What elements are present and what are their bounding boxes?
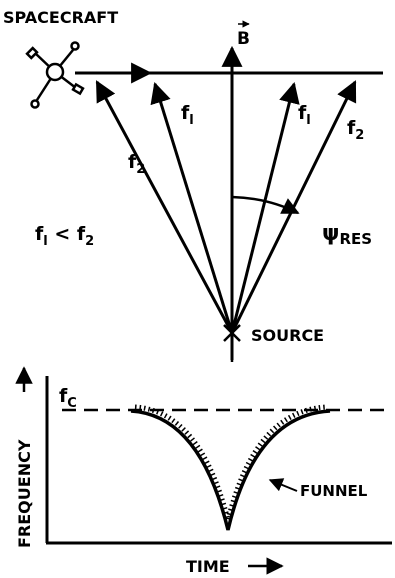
svg-text:ψRES: ψRES — [322, 221, 372, 248]
ray-right-outer — [230, 80, 357, 334]
angle-arc — [231, 195, 300, 215]
ray-label-right-inner: fl — [298, 102, 311, 128]
spacecraft-icon — [25, 41, 85, 109]
angle-label: ψRES — [322, 221, 372, 248]
svg-text:fl: fl — [181, 102, 194, 128]
funnel-curve — [130, 404, 331, 531]
ray-right-inner — [230, 81, 300, 334]
plot-axes — [45, 376, 392, 545]
ray-left-inner — [150, 81, 234, 334]
spacecraft-label: SPACECRAFT — [3, 8, 118, 27]
ray-label-left-inner: fl — [181, 102, 194, 128]
source-label: SOURCE — [251, 326, 324, 345]
svg-text:f2: f2 — [347, 117, 364, 143]
ray-left-outer — [95, 80, 234, 334]
svg-text:fl: fl — [298, 102, 311, 128]
funnel-label: FUNNEL — [300, 482, 368, 500]
cutoff-label: fC — [59, 385, 77, 411]
y-axis-label: FREQUENCY — [15, 439, 34, 548]
svg-text:fC: fC — [59, 385, 77, 411]
svg-text:B: B — [237, 29, 250, 49]
x-axis-label: TIME — [186, 557, 230, 576]
funnel-label-arrow — [268, 478, 298, 492]
relation-label: fl < f2 — [35, 223, 94, 249]
field-label: B — [237, 20, 250, 49]
svg-text:fl < f2: fl < f2 — [35, 223, 94, 249]
source-marker — [223, 322, 241, 362]
ray-label-right-outer: f2 — [347, 117, 364, 143]
